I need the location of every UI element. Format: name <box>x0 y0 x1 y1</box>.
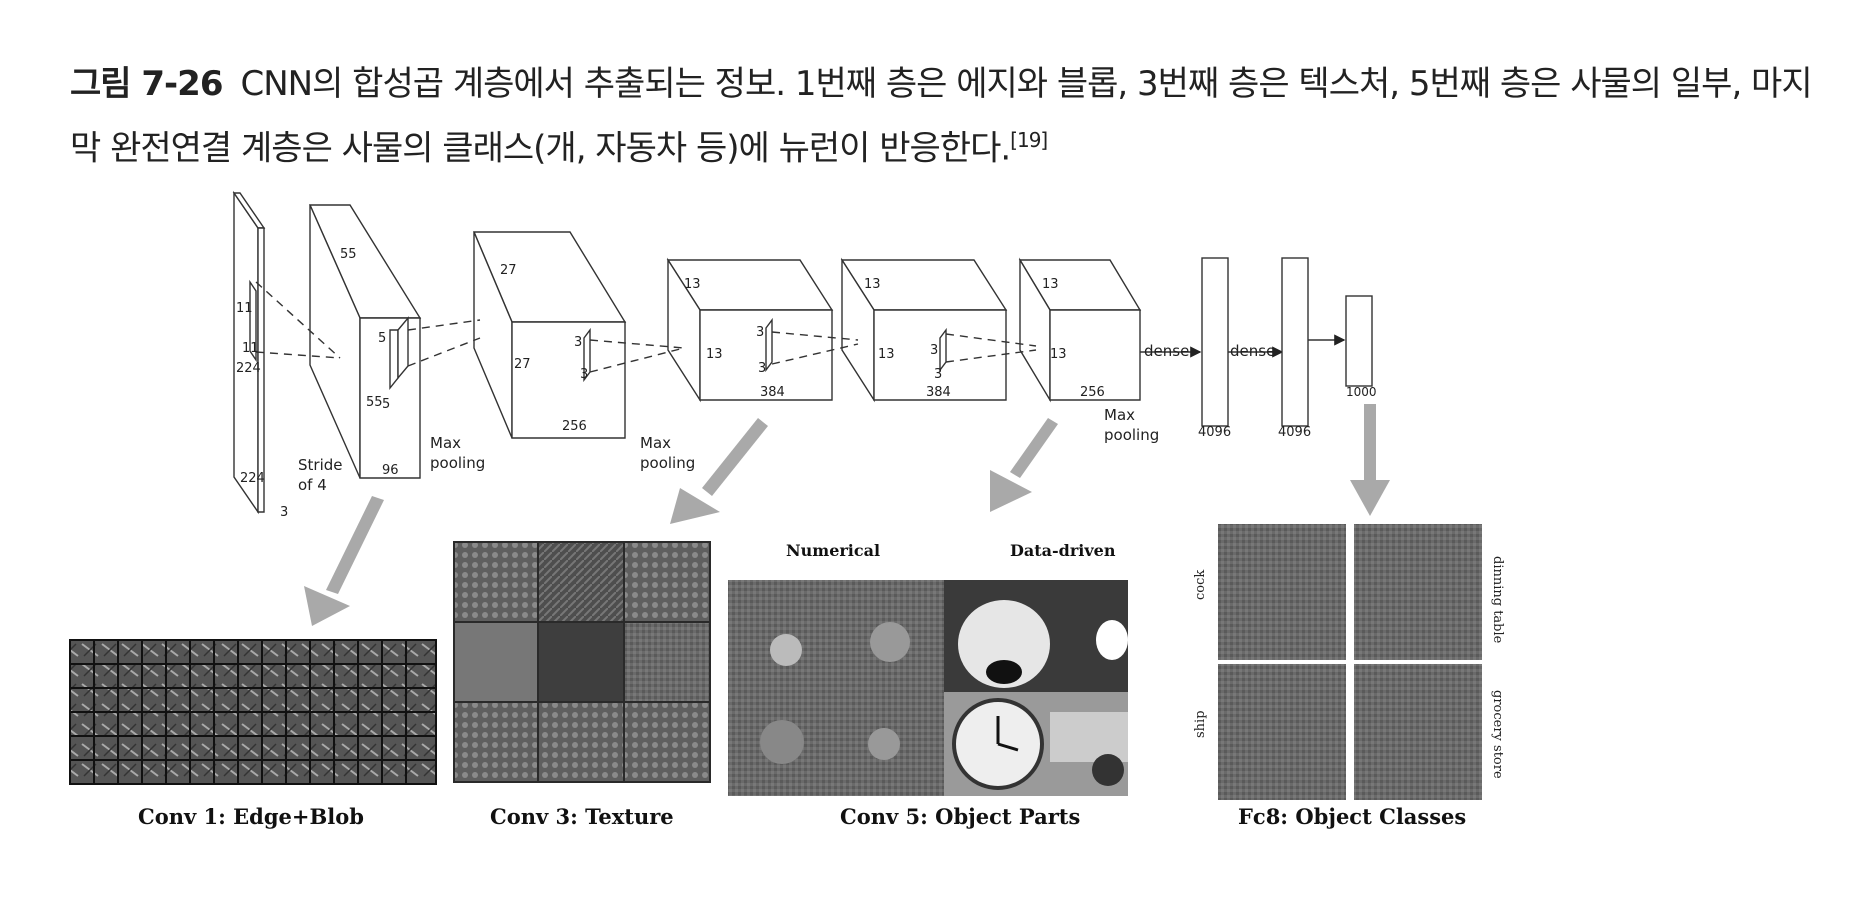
conv1-block: 55 55 96 5 5 Stride of 4 <box>298 204 422 494</box>
maxpool3-label-2: pooling <box>1104 426 1159 444</box>
conv5-caption: Conv 5: Object Parts <box>840 804 1080 829</box>
dense-label-2: dense <box>1230 342 1275 360</box>
conv2-block: 27 27 256 3 3 Max pooling <box>430 231 627 472</box>
fc7-size: 4096 <box>1278 425 1311 440</box>
input-size-h: 224 <box>236 361 261 376</box>
kernel-11-a: 11 <box>236 301 253 316</box>
arrow-fc8-icon <box>1350 404 1390 516</box>
arrow-conv1-icon <box>304 496 384 626</box>
conv2-kernel-a: 3 <box>574 335 582 350</box>
network-architecture: 224 224 3 11 11 55 55 96 5 5 Stride of 4 <box>232 190 1377 520</box>
conv1-depth: 96 <box>382 463 399 478</box>
conv4-size-side: 13 <box>878 347 895 362</box>
conv1-caption: Conv 1: Edge+Blob <box>138 804 364 829</box>
input-layer: 224 224 3 11 11 <box>232 190 288 520</box>
arrow-conv5-icon <box>990 418 1058 512</box>
conv3-depth: 384 <box>760 385 785 400</box>
kernel-11-b: 11 <box>242 341 259 356</box>
figure-label: 그림 7-26 <box>70 64 223 104</box>
maxpool1-label-2: pooling <box>430 454 485 472</box>
conv5-depth: 256 <box>1080 385 1105 400</box>
conv5-block: 13 13 256 Max pooling <box>1018 257 1159 444</box>
dense-label-1: dense <box>1144 342 1189 360</box>
fc7-layer <box>1281 257 1309 427</box>
fc8-layer <box>1345 295 1373 387</box>
input-depth: 3 <box>280 505 288 520</box>
conv4-block: 13 13 384 3 3 <box>840 257 1008 403</box>
panel-captions: Conv 1: Edge+Blob Conv 3: Texture Conv 5… <box>138 804 1466 829</box>
class-dining-label: dinning table <box>1490 556 1505 644</box>
conv1-size-top: 55 <box>340 247 357 262</box>
fc8-size: 1000 <box>1346 385 1377 399</box>
arrow-conv3-icon <box>670 418 768 524</box>
class-cock-label: cock <box>1193 570 1208 600</box>
feature-arrows <box>304 404 1390 626</box>
data-driven-label: Data-driven <box>1010 541 1116 560</box>
dense-layers: dense dense 4096 4096 1000 <box>1140 257 1377 440</box>
fc8-caption: Fc8: Object Classes <box>1238 804 1466 829</box>
conv4-kernel-b: 3 <box>934 367 942 382</box>
conv4-kernel-a: 3 <box>930 343 938 358</box>
conv1-filter-grid <box>69 639 437 785</box>
fc6-layer <box>1201 257 1229 427</box>
conv3-block: 13 13 384 3 3 Max pooling <box>640 257 834 472</box>
conv2-kernel-b: 3 <box>580 367 588 382</box>
conv2-depth: 256 <box>562 419 587 434</box>
conv1-kernel-a: 5 <box>378 331 386 346</box>
numerical-label: Numerical <box>786 541 880 560</box>
conv1-size-side: 55 <box>366 395 383 410</box>
conv2-size-top: 27 <box>500 263 517 278</box>
fc6-size: 4096 <box>1198 425 1231 440</box>
conv3-kernel-a: 3 <box>756 325 764 340</box>
conv3-kernel-b: 3 <box>758 361 766 376</box>
maxpool2-label: Max <box>640 434 671 452</box>
maxpool2-label-2: pooling <box>640 454 695 472</box>
fc8-object-classes: cock dinning table ship grocery store <box>1193 524 1505 800</box>
conv5-size-side: 13 <box>1050 347 1067 362</box>
conv3-caption: Conv 3: Texture <box>490 804 674 829</box>
conv1-kernel-b: 5 <box>382 397 390 412</box>
figure-caption-text: CNN의 합성곱 계층에서 추출되는 정보. 1번째 층은 에지와 블롭, 3번… <box>70 64 1813 169</box>
stride-label-2: of 4 <box>298 476 327 494</box>
maxpool3-label: Max <box>1104 406 1135 424</box>
conv3-texture-grid <box>453 541 711 783</box>
figure-reference: [19] <box>1010 128 1048 152</box>
stride-label: Stride <box>298 456 343 474</box>
class-ship-label: ship <box>1193 710 1208 738</box>
conv5-object-parts: Numerical Data-driven <box>728 541 1128 796</box>
conv3-size-top: 13 <box>684 277 701 292</box>
conv4-depth: 384 <box>926 385 951 400</box>
maxpool1-label: Max <box>430 434 461 452</box>
class-grocery-label: grocery store <box>1490 690 1505 779</box>
conv5-size-top: 13 <box>1042 277 1059 292</box>
conv3-size-side: 13 <box>706 347 723 362</box>
input-size-w: 224 <box>240 471 265 486</box>
conv2-size-side: 27 <box>514 357 531 372</box>
conv4-size-top: 13 <box>864 277 881 292</box>
